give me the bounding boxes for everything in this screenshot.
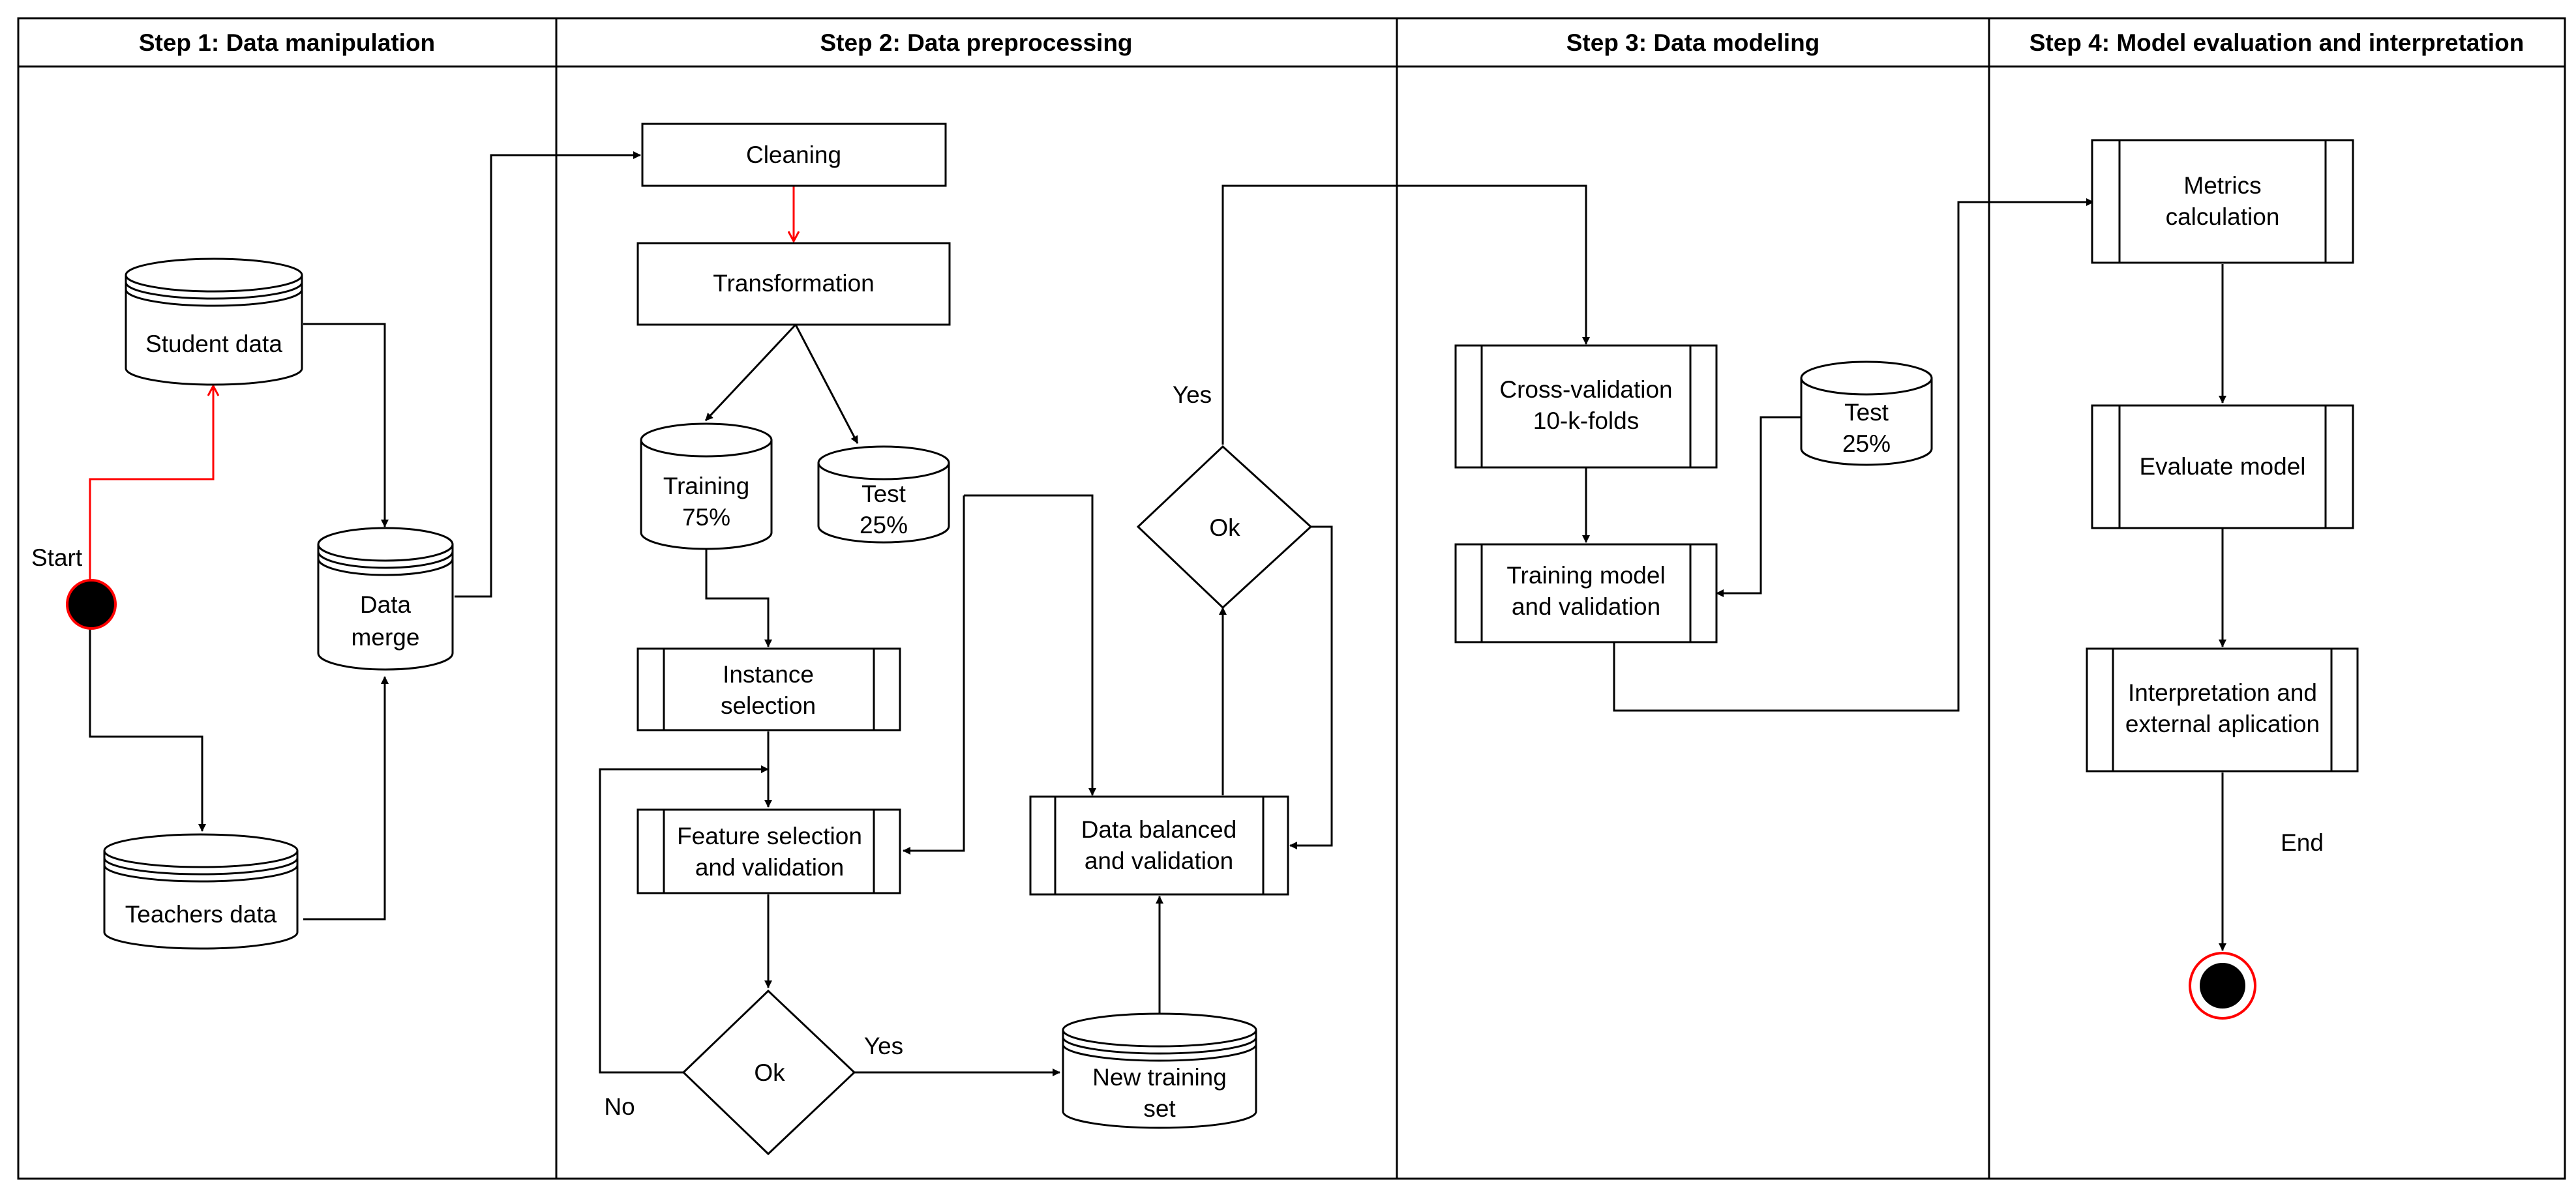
new-training-set-line2: set bbox=[1143, 1095, 1176, 1122]
edge-training-model-to-metrics bbox=[1613, 198, 2094, 712]
edge-transformation-to-test bbox=[794, 324, 859, 444]
edge-training-to-instance bbox=[705, 549, 772, 647]
test-store-2-line2: 25% bbox=[1842, 430, 1891, 457]
ok-decision-2 bbox=[1136, 445, 1313, 610]
edge-ok1-no-loop bbox=[599, 765, 769, 1074]
edge-label-yes-ok1: Yes bbox=[864, 1033, 903, 1059]
instance-selection-line2: selection bbox=[721, 692, 816, 719]
interpretation-box bbox=[2086, 647, 2359, 773]
student-data-store bbox=[125, 258, 303, 386]
cleaning-label: Cleaning bbox=[746, 141, 841, 168]
training-store-line2: 75% bbox=[682, 504, 730, 531]
lane-title-step-1: Step 1: Data manipulation bbox=[139, 29, 435, 56]
lane-title-step-4: Step 4: Model evaluation and interpretat… bbox=[2029, 29, 2524, 56]
data-merge-label-line2: merge bbox=[352, 624, 420, 651]
training-model-box bbox=[1454, 543, 1718, 643]
feature-selection-box bbox=[637, 808, 901, 894]
training-model-line1: Training model bbox=[1506, 562, 1665, 589]
ok-decision-2-label: Ok bbox=[1209, 514, 1240, 541]
edge-student-to-merge bbox=[303, 323, 389, 527]
cleaning-box bbox=[641, 123, 947, 187]
edge-transformation-to-training bbox=[704, 323, 797, 422]
edge-ok2-to-crossval bbox=[1221, 184, 1590, 445]
feature-selection-line2: and validation bbox=[695, 854, 844, 881]
teachers-data-store bbox=[103, 833, 299, 950]
cross-validation-box bbox=[1454, 344, 1718, 469]
transformation-box bbox=[637, 242, 951, 326]
start-node bbox=[66, 579, 117, 630]
instance-selection-line1: Instance bbox=[723, 661, 814, 688]
teachers-data-label: Teachers data bbox=[125, 901, 277, 928]
metrics-box bbox=[2091, 139, 2354, 264]
edge-start-to-teachers-data bbox=[89, 625, 206, 832]
edge-label-yes-ok2: Yes bbox=[1173, 381, 1212, 408]
test-store bbox=[817, 445, 950, 544]
interpretation-line2: external aplication bbox=[2125, 711, 2320, 737]
start-label: Start bbox=[31, 544, 83, 571]
test-store-2 bbox=[1800, 361, 1933, 466]
training-store bbox=[640, 422, 773, 550]
edge-test-to-balanced bbox=[964, 494, 1096, 796]
edge-teachers-to-merge bbox=[303, 676, 389, 921]
interpretation-line1: Interpretation and bbox=[2128, 679, 2317, 706]
data-balanced-line2: and validation bbox=[1085, 847, 1233, 874]
lane-title-step-2: Step 2: Data preprocessing bbox=[820, 29, 1132, 56]
transformation-label: Transformation bbox=[713, 270, 874, 297]
test-store-2-line1: Test bbox=[1844, 399, 1889, 426]
cross-validation-line2: 10-k-folds bbox=[1533, 407, 1639, 434]
end-node bbox=[2189, 952, 2256, 1020]
edge-start-to-student-data bbox=[89, 386, 213, 580]
data-merge-label-line1: Data bbox=[360, 591, 412, 618]
test-store-line1: Test bbox=[861, 480, 906, 507]
student-data-label: Student data bbox=[145, 331, 282, 357]
feature-selection-line1: Feature selection bbox=[677, 823, 862, 849]
edge-test-to-feature bbox=[903, 495, 965, 855]
evaluate-model-label: Evaluate model bbox=[2139, 453, 2305, 480]
new-training-set-store bbox=[1062, 1012, 1257, 1129]
edge-merge-to-cleaning bbox=[455, 151, 641, 598]
instance-selection-box bbox=[637, 647, 901, 731]
metrics-line2: calculation bbox=[2166, 203, 2280, 230]
edge-ok2-loop bbox=[1289, 525, 1333, 849]
training-model-line2: and validation bbox=[1512, 593, 1660, 620]
end-label: End bbox=[2281, 829, 2324, 856]
swimlane-frame bbox=[17, 17, 2566, 1180]
evaluate-model-box bbox=[2091, 404, 2354, 529]
ok-decision-1-label: Ok bbox=[754, 1059, 785, 1086]
cross-validation-line1: Cross-validation bbox=[1499, 376, 1672, 403]
data-balanced-line1: Data balanced bbox=[1081, 816, 1237, 843]
edges bbox=[89, 151, 2226, 1076]
metrics-line1: Metrics bbox=[2183, 172, 2261, 199]
lane-title-step-3: Step 3: Data modeling bbox=[1566, 29, 1820, 56]
ok-decision-1 bbox=[681, 989, 856, 1156]
edge-label-no: No bbox=[604, 1093, 635, 1120]
test-store-line2: 25% bbox=[860, 512, 908, 538]
data-balanced-box bbox=[1029, 795, 1289, 896]
training-store-line1: Training bbox=[663, 473, 749, 499]
new-training-set-line1: New training bbox=[1092, 1064, 1227, 1091]
edge-test2-to-training-model bbox=[1716, 416, 1801, 597]
data-merge-store bbox=[317, 527, 454, 671]
